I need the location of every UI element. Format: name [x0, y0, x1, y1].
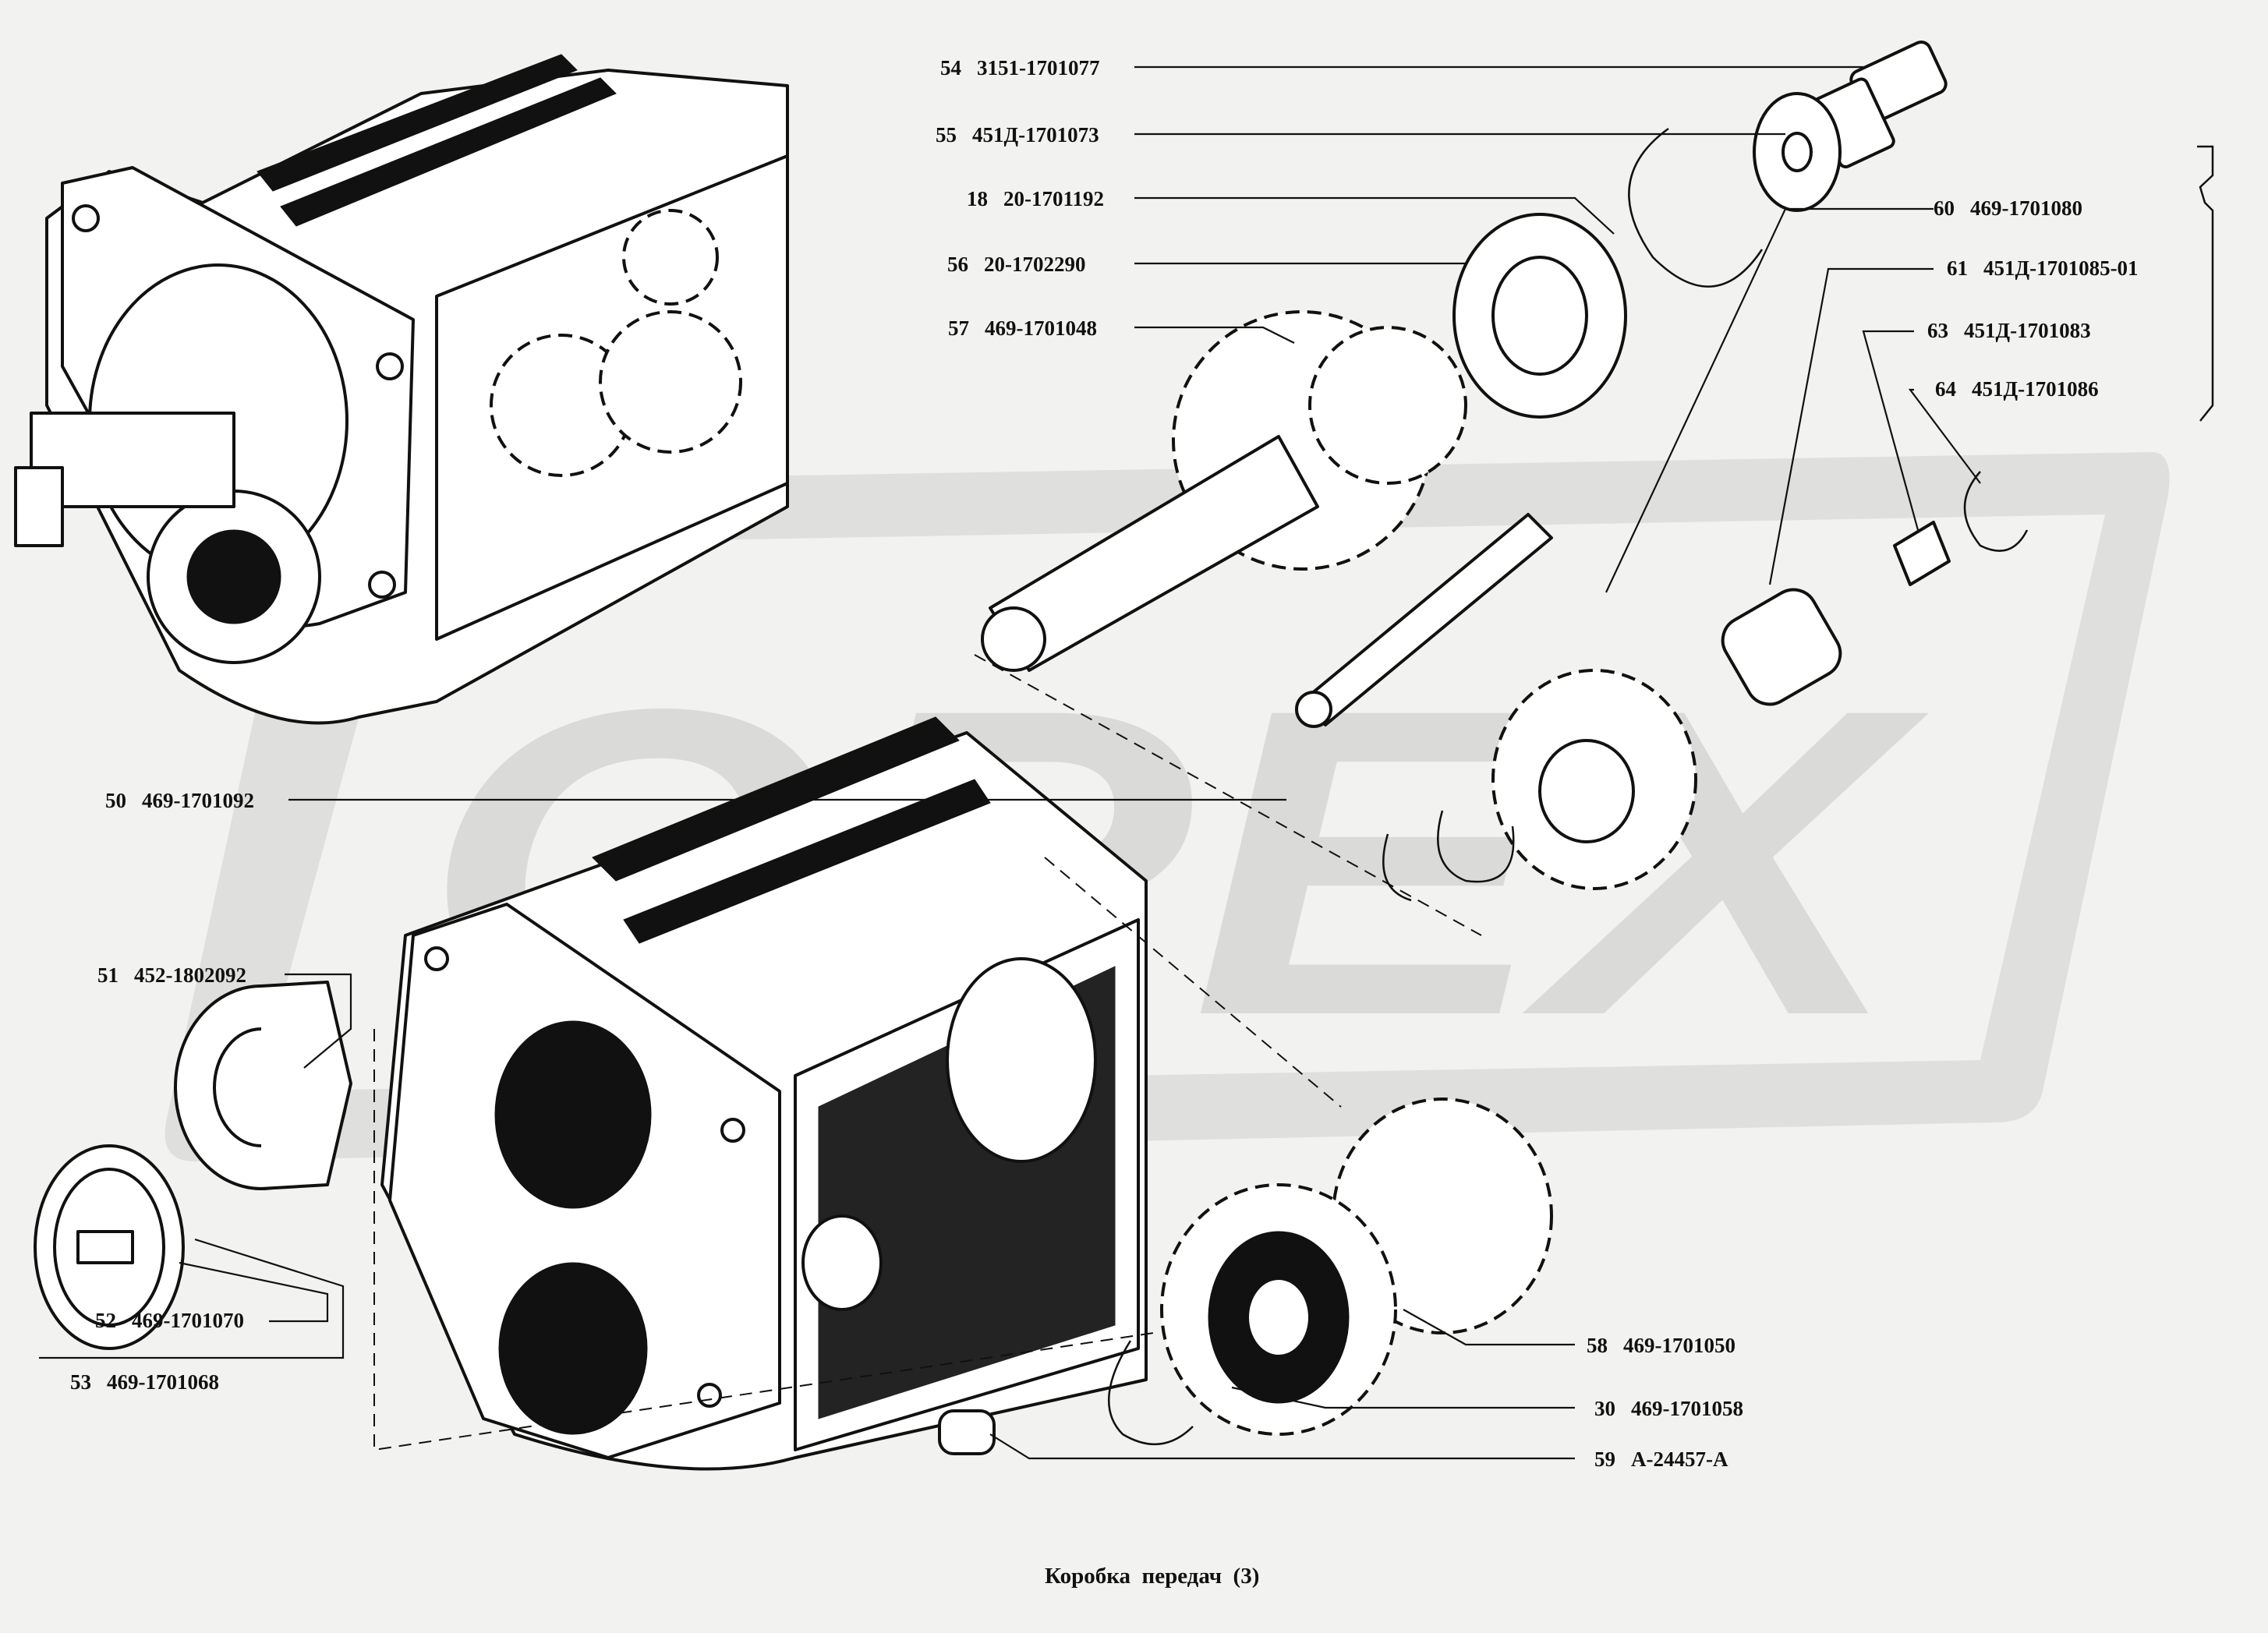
callout-num: 55 — [936, 123, 957, 147]
callout-63: 63 451Д-1701083 — [1927, 319, 2091, 342]
callout-num: 54 — [940, 56, 961, 80]
callout-num: 63 — [1927, 319, 1948, 342]
callout-part: 469-1701070 — [132, 1309, 244, 1332]
callout-58: 58 469-1701050 — [1587, 1334, 1735, 1357]
gearbox-housing-illustration — [380, 716, 1148, 1471]
callout-52: 52 469-1701070 — [95, 1309, 244, 1332]
callout-50: 50 469-1701092 — [105, 789, 254, 812]
callout-part: 451Д-1701085-01 — [1983, 256, 2139, 280]
intermediate-gear-illustration — [938, 1098, 1553, 1455]
exploded-parts-upper — [981, 40, 2029, 902]
callout-53: 53 469-1701068 — [70, 1370, 219, 1394]
callout-part: 469-1701068 — [107, 1370, 219, 1394]
callout-part: 3151-1701077 — [977, 56, 1100, 80]
group-bracket — [2197, 145, 2214, 422]
callout-part: А-24457-А — [1631, 1447, 1728, 1471]
callout-num: 58 — [1587, 1334, 1608, 1357]
callout-num: 60 — [1934, 196, 1955, 220]
callout-num: 50 — [105, 789, 126, 812]
callout-num: 18 — [967, 187, 988, 210]
callout-num: 59 — [1594, 1447, 1615, 1471]
callout-num: 56 — [947, 253, 968, 276]
callout-num: 53 — [70, 1370, 91, 1394]
callout-51: 51 452-1802092 — [97, 963, 246, 987]
callout-18: 18 20-1701192 — [967, 187, 1104, 210]
callout-num: 30 — [1594, 1397, 1615, 1420]
callout-part: 451Д-1701073 — [972, 123, 1099, 147]
callout-part: 451Д-1701083 — [1964, 319, 2091, 342]
page-title: Коробка передач (3) — [1045, 1564, 1259, 1589]
callout-part: 469-1701050 — [1623, 1334, 1735, 1357]
bearing-seal-illustration — [34, 981, 352, 1350]
callout-part: 469-1701048 — [985, 316, 1097, 340]
gearbox-assembly-illustration — [14, 54, 789, 725]
leader-lines — [39, 65, 1981, 1460]
callout-54: 54 3151-1701077 — [940, 56, 1100, 80]
callout-part: 469-1701092 — [142, 789, 254, 812]
callout-part: 20-1701192 — [1003, 187, 1104, 210]
callout-61: 61 451Д-1701085-01 — [1947, 256, 2139, 280]
callout-num: 57 — [948, 316, 969, 340]
callout-30: 30 469-1701058 — [1594, 1397, 1743, 1420]
callout-64: 64 451Д-1701086 — [1935, 377, 2099, 401]
callout-57: 57 469-1701048 — [948, 316, 1097, 340]
callout-num: 51 — [97, 963, 119, 987]
callout-labels: 54 3151-1701077 55 451Д-1701073 18 20-17011… — [70, 56, 2139, 1471]
callout-part: 469-1701058 — [1631, 1397, 1743, 1420]
callout-num: 52 — [95, 1309, 116, 1332]
callout-part: 20-1702290 — [984, 253, 1086, 276]
callout-part: 452-1802092 — [134, 963, 246, 987]
callout-59: 59 А-24457-А — [1594, 1447, 1728, 1471]
callout-55: 55 451Д-1701073 — [936, 123, 1099, 147]
assembly-lines — [373, 654, 1482, 1451]
callout-part: 469-1701080 — [1970, 196, 2082, 220]
callout-56: 56 20-1702290 — [947, 253, 1086, 276]
callout-part: 451Д-1701086 — [1972, 377, 2099, 401]
callout-num: 61 — [1947, 256, 1968, 280]
callout-num: 64 — [1935, 377, 1956, 401]
callout-60: 60 469-1701080 — [1934, 196, 2082, 220]
